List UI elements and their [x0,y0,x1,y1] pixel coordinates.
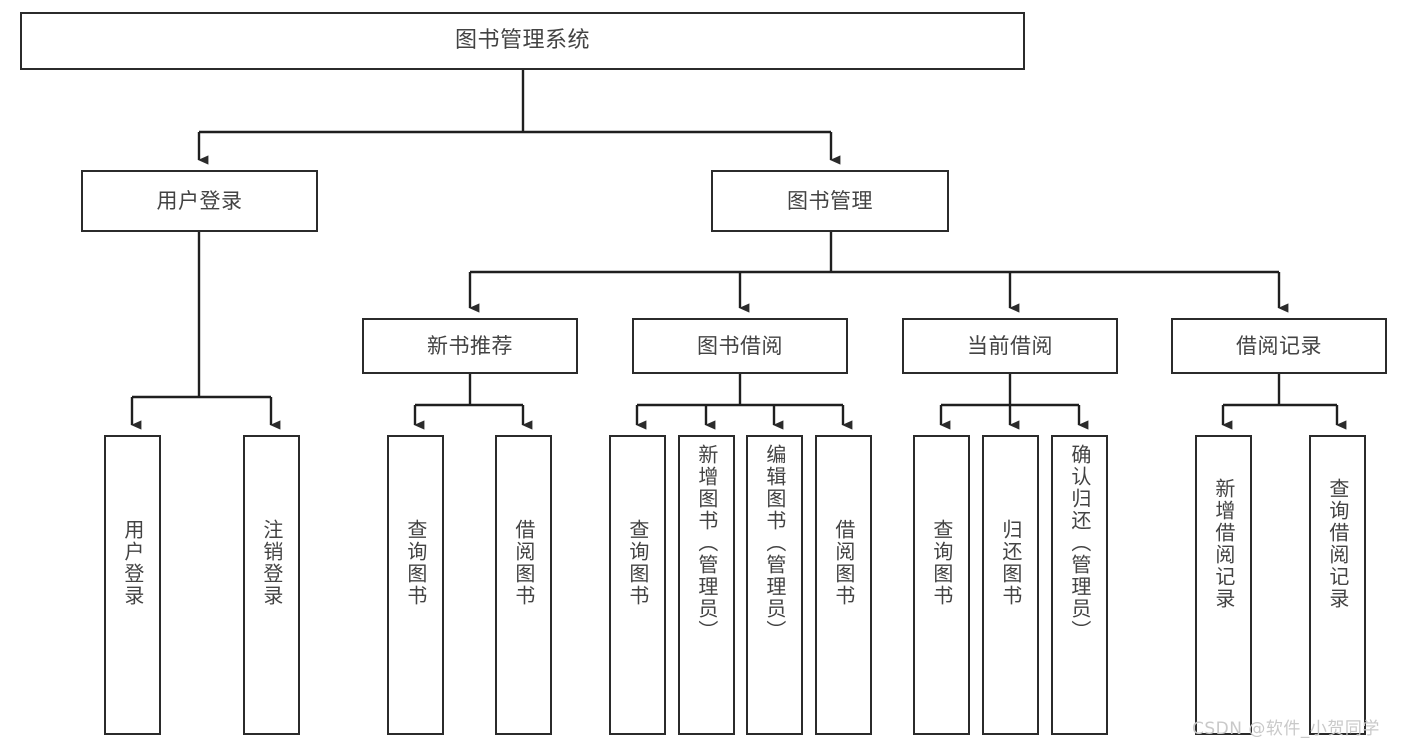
node-current-borrow-label: 当前借阅 [967,333,1053,358]
leaf-query-record[interactable]: 查询借阅记录 [1309,435,1366,735]
leaf-query-book-3-label: 查询图书 [929,519,954,607]
leaf-return-book-label: 归还图书 [998,519,1023,607]
node-user-login-label: 用户登录 [156,188,243,213]
node-current-borrow[interactable]: 当前借阅 [902,318,1118,374]
leaf-add-book[interactable]: 新增图书（管理员） [678,435,735,735]
leaf-borrow-book-1[interactable]: 借阅图书 [495,435,552,735]
node-new-book-rec-label: 新书推荐 [427,333,513,358]
leaf-edit-book-label: 编辑图书（管理员） [762,444,787,642]
leaf-borrow-book-1-label: 借阅图书 [511,519,536,607]
leaf-query-book-1[interactable]: 查询图书 [387,435,444,735]
leaf-confirm-return-label: 确认归还（管理员） [1067,444,1092,642]
leaf-edit-book[interactable]: 编辑图书（管理员） [746,435,803,735]
leaf-query-book-2-label: 查询图书 [625,519,650,607]
leaf-logout-label: 注销登录 [259,519,284,607]
leaf-query-book-1-label: 查询图书 [403,519,428,607]
node-user-login[interactable]: 用户登录 [81,170,318,232]
node-root-label: 图书管理系统 [454,27,590,53]
node-root[interactable]: 图书管理系统 [20,12,1025,70]
leaf-query-record-label: 查询借阅记录 [1325,478,1350,610]
node-book-manage[interactable]: 图书管理 [711,170,949,232]
leaf-user-login[interactable]: 用户登录 [104,435,161,735]
leaf-query-book-2[interactable]: 查询图书 [609,435,666,735]
node-borrow-record[interactable]: 借阅记录 [1171,318,1387,374]
leaf-add-record[interactable]: 新增借阅记录 [1195,435,1252,735]
csdn-watermark: CSDN @软件_小贺同学 [1192,719,1380,739]
node-book-borrow-label: 图书借阅 [697,333,783,358]
leaf-query-book-3[interactable]: 查询图书 [913,435,970,735]
leaf-user-login-label: 用户登录 [120,519,145,607]
leaf-borrow-book-2-label: 借阅图书 [831,519,856,607]
leaf-add-book-label: 新增图书（管理员） [694,444,719,642]
leaf-return-book[interactable]: 归还图书 [982,435,1039,735]
node-book-manage-label: 图书管理 [787,188,873,213]
leaf-logout[interactable]: 注销登录 [243,435,300,735]
leaf-add-record-label: 新增借阅记录 [1211,478,1236,610]
node-borrow-record-label: 借阅记录 [1236,333,1322,358]
leaf-borrow-book-2[interactable]: 借阅图书 [815,435,872,735]
node-new-book-rec[interactable]: 新书推荐 [362,318,578,374]
leaf-confirm-return[interactable]: 确认归还（管理员） [1051,435,1108,735]
node-book-borrow[interactable]: 图书借阅 [632,318,848,374]
